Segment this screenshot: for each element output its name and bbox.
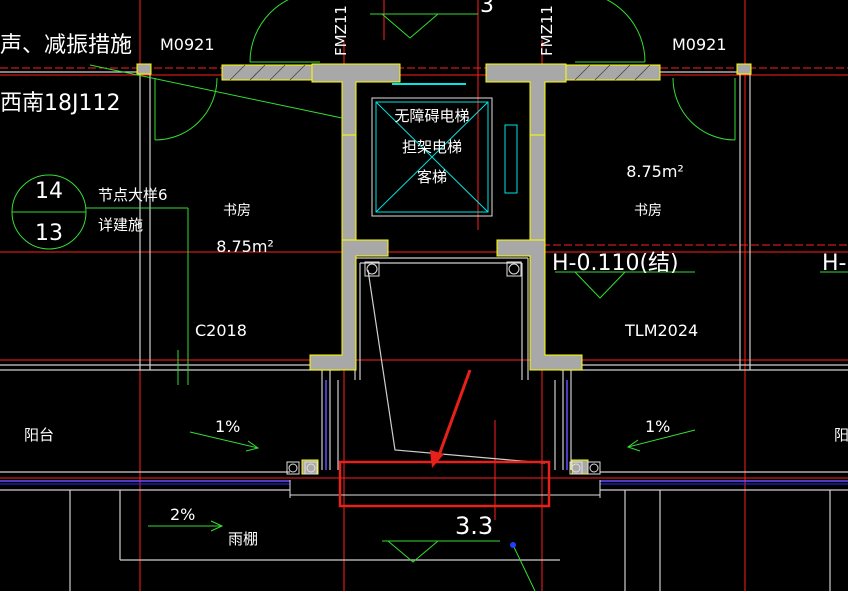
snap-point (510, 542, 516, 548)
elevator-line3: 客梯 (417, 168, 447, 186)
structural-walls (136, 63, 752, 475)
door-tag-left: M0921 (160, 35, 215, 54)
window-tag: C2018 (195, 321, 247, 340)
fire-door-tag-right: FMZ11 (538, 5, 556, 56)
highlight-annotation (338, 369, 551, 508)
elevator-car (371, 83, 518, 217)
wall-outlines (0, 65, 848, 591)
callout-top: 14 (35, 179, 63, 204)
callout-bottom: 13 (35, 221, 63, 246)
slope-right: 1% (645, 417, 670, 436)
canopy-label: 雨棚 (228, 530, 258, 548)
right-level-partial: H- (822, 251, 846, 276)
balcony-left-label: 阳台 (24, 426, 54, 444)
slope-left: 1% (215, 417, 240, 436)
note-line2: 西南18J112 (0, 91, 120, 116)
elevator-line2: 担架电梯 (402, 138, 462, 156)
pit-pulleys (286, 261, 601, 475)
elevator-line1: 无障碍电梯 (394, 107, 469, 125)
room-right-area: 8.75m² (626, 162, 684, 181)
bottom-level: 3.3 (455, 512, 493, 540)
door-swings (11, 0, 848, 591)
room-right-name: 书房 (634, 203, 662, 219)
top-level-partial: 3 (480, 0, 494, 18)
sliding-door-tag: TLM2024 (624, 321, 698, 340)
room-left-area: 8.75m² (216, 237, 274, 256)
elevator-level: H-0.110(结) (552, 251, 679, 276)
note-line1: 声、减振措施 (0, 33, 132, 58)
balcony-right-label: 阳 (834, 426, 848, 444)
room-left-name: 书房 (223, 203, 251, 219)
callout-text2: 详建施 (98, 216, 143, 234)
fire-door-tag-left: FMZ11 (332, 5, 350, 56)
slope-canopy: 2% (170, 505, 195, 524)
callout-text1: 节点大样6 (98, 186, 168, 204)
door-tag-right: M0921 (672, 35, 727, 54)
